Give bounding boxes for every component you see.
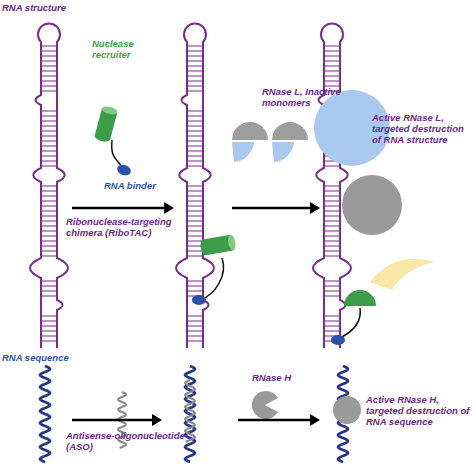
- nuclease-recruiter-symbol: [94, 105, 119, 143]
- section-title: RNA sequence: [2, 352, 112, 363]
- rnase-l-monomer-part: [272, 142, 294, 162]
- result-label: Active RNase H, targeted destruction of …: [366, 394, 472, 427]
- arrow-head: [310, 414, 320, 426]
- process-arrow: [72, 419, 154, 422]
- section-title: RNA structure: [2, 2, 122, 13]
- rnase-l-monomer: [272, 122, 308, 140]
- rna-hairpin: [313, 23, 351, 348]
- nuclease-recruiter-symbol: [344, 290, 376, 306]
- rnase-h-symbol: [252, 391, 278, 419]
- rna-binder-symbol: [331, 335, 345, 345]
- arrow-head: [310, 202, 320, 214]
- arrow-head: [152, 414, 162, 426]
- aso-strand: [185, 380, 195, 442]
- process-arrow: [238, 419, 312, 422]
- rna-hairpin: [30, 23, 68, 348]
- rna-binder-symbol: [116, 163, 133, 177]
- result-label: Active RNase L, targeted destruction of …: [372, 112, 472, 145]
- cleaved-fragment: [370, 259, 435, 290]
- linker-line: [112, 140, 122, 168]
- rna-hairpin: [176, 23, 214, 348]
- cylinder-top: [227, 234, 237, 251]
- arrow-head: [164, 202, 174, 214]
- rna-strand: [30, 23, 68, 348]
- cylinder-base: [199, 239, 209, 256]
- process-arrow: [232, 207, 312, 210]
- cylinder-top: [101, 105, 118, 116]
- rna-strand: [40, 366, 50, 462]
- rnase-l-monomer-part: [232, 142, 254, 162]
- rna-binder-symbol: [192, 295, 206, 305]
- linker-line: [340, 308, 360, 338]
- step-label: Antisense-oligonucleotide (ASO): [66, 430, 191, 452]
- cylinder-base: [94, 132, 111, 143]
- part-label: RNase H: [252, 372, 322, 383]
- part-label: Nuclease recruiter: [92, 38, 154, 60]
- base-pairs: [41, 46, 57, 341]
- rna-strand: [185, 366, 195, 462]
- rnase-l-monomer: [232, 122, 268, 140]
- part-label: RNA binder: [104, 180, 174, 191]
- active-rnase-h: [333, 396, 361, 424]
- active-rnase-l: [342, 175, 402, 235]
- rna-strand: [313, 23, 351, 348]
- rna-strand: [176, 23, 214, 348]
- linker-line: [200, 258, 223, 300]
- nuclease-recruiter-symbol: [199, 234, 236, 256]
- process-arrow: [72, 207, 166, 210]
- part-label: RNase L, Inactive monomers: [262, 86, 352, 108]
- step-label: Ribonuclease-targeting chimera (RiboTAC): [66, 216, 188, 238]
